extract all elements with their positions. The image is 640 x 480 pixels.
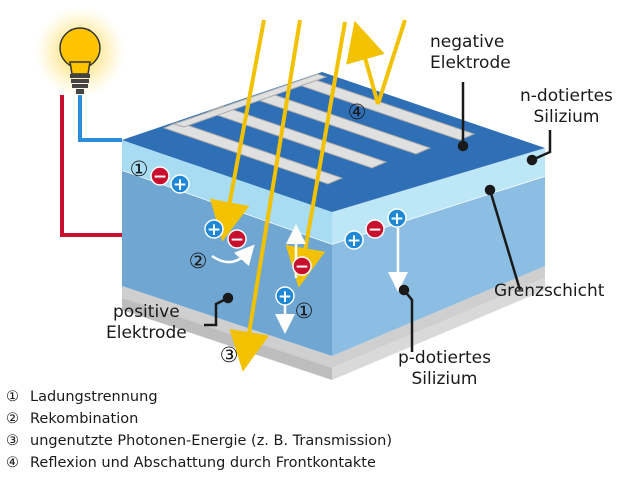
label-junction-text: Grenzschicht: [494, 281, 605, 301]
label-n-doped: n-dotiertes Silizium: [520, 86, 613, 128]
blue-wire: [78, 95, 122, 142]
step-markers: ① ② ① ③ ④: [130, 100, 367, 367]
marker-2: ②: [189, 249, 208, 273]
light-ray-1: [210, 19, 266, 242]
label-positive-electrode-line2: Elektrode: [106, 323, 187, 343]
plus-sign: +: [347, 231, 361, 251]
red-wire: [60, 95, 122, 237]
legend-text: Reflexion und Abschattung durch Frontkon…: [30, 455, 376, 471]
legend-text: Rekombination: [30, 411, 139, 427]
legend-item: ③ ungenutzte Photonen-Energie (z. B. Tra…: [6, 430, 392, 452]
light-ray-2: [229, 19, 302, 372]
minus-sign: −: [230, 230, 244, 250]
charges: − + + − − + + − +: [150, 166, 407, 307]
label-negative-electrode-line2: Elektrode: [430, 53, 511, 73]
label-positive-electrode: positive Elektrode: [106, 302, 187, 344]
minus-charge: [365, 219, 385, 239]
plus-sign: +: [390, 209, 404, 229]
label-n-doped-line1: n-dotiertes: [520, 86, 613, 106]
light-rays: [210, 19, 407, 372]
plus-sign: +: [278, 287, 292, 307]
label-p-doped: p-dotiertes Silizium: [398, 348, 491, 390]
leader-lines: [204, 82, 552, 352]
legend-item: ④ Reflexion und Abschattung durch Frontk…: [6, 452, 392, 474]
legend-number: ①: [6, 389, 19, 405]
minus-sign: −: [368, 220, 382, 240]
label-negative-electrode-line1: negative: [430, 32, 505, 52]
plus-sign: +: [173, 175, 187, 195]
plus-charge: [344, 230, 364, 250]
marker-1b: ①: [295, 299, 314, 323]
minus-charge: [292, 256, 312, 276]
label-p-doped-line2: Silizium: [411, 369, 478, 389]
light-ray-4: [376, 19, 407, 105]
p-layer-side: [332, 176, 545, 356]
back-contact-top: [122, 266, 545, 368]
label-positive-electrode-line1: positive: [113, 302, 180, 322]
plus-sign: +: [207, 220, 221, 240]
minus-sign: −: [153, 167, 167, 187]
legend-text: Ladungstrennung: [30, 389, 158, 405]
label-junction: Grenzschicht: [494, 281, 604, 302]
legend-number: ④: [6, 455, 19, 471]
label-negative-electrode: negative Elektrode: [430, 32, 511, 74]
label-n-doped-line2: Silizium: [533, 107, 600, 127]
light-ray-4-reflect: [346, 20, 385, 105]
back-contact-side: [332, 278, 545, 380]
plus-charge: [275, 286, 295, 306]
legend: ① Ladungstrennung ② Rekombination ③ unge…: [6, 386, 392, 474]
legend-item: ② Rekombination: [6, 408, 392, 430]
legend-number: ②: [6, 411, 19, 427]
n-layer-side: [332, 148, 545, 244]
back-contact-front: [122, 298, 332, 380]
light-ray-3: [285, 21, 347, 288]
minus-sign: −: [295, 257, 309, 277]
plus-charge: [387, 208, 407, 228]
label-p-doped-line1: p-dotiertes: [398, 348, 491, 368]
light-bulb-icon: [34, 6, 126, 98]
minus-charge: [227, 229, 247, 249]
marker-1: ①: [130, 157, 149, 181]
legend-number: ③: [6, 433, 19, 449]
marker-4: ④: [348, 100, 367, 124]
n-layer-front: [122, 140, 332, 244]
legend-item: ① Ladungstrennung: [6, 386, 392, 408]
legend-text: ungenutzte Photonen-Energie (z. B. Trans…: [30, 433, 393, 449]
plus-charge: [204, 219, 224, 239]
marker-3: ③: [220, 343, 239, 367]
charge-movement-arrows: [211, 224, 408, 334]
plus-charge: [170, 174, 190, 194]
minus-charge: [150, 166, 170, 186]
